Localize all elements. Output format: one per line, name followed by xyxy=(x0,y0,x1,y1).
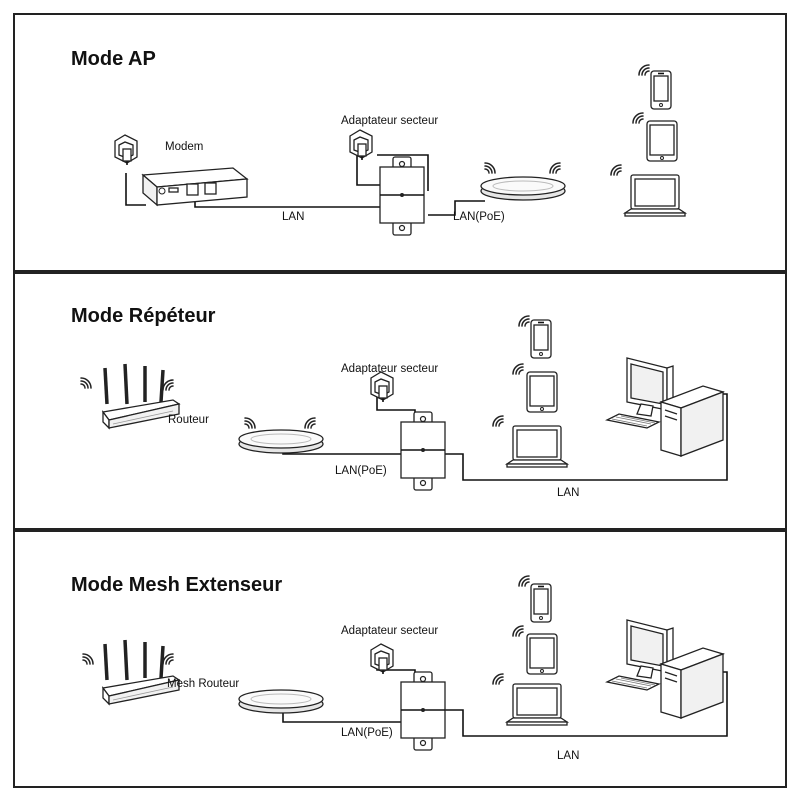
wifi-signal-icon xyxy=(492,415,504,427)
lan-poe-label: LAN(PoE) xyxy=(335,465,387,477)
desktop-computer-icon xyxy=(606,619,724,719)
wifi-signal-icon xyxy=(632,112,644,124)
lan-label: LAN xyxy=(557,750,580,762)
wifi-signal-icon xyxy=(518,315,530,327)
modem-label: Modem xyxy=(165,141,204,153)
smartphone-icon xyxy=(530,583,552,623)
mode-repeater-diagram xyxy=(80,315,728,491)
tablet-icon xyxy=(526,371,558,413)
adapter-label: Adaptateur secteur xyxy=(341,115,439,127)
adapter-label: Adaptateur secteur xyxy=(341,363,439,375)
panel-mode-repeater: Mode Répéteur Routeur Adaptateur secteur… xyxy=(13,272,787,530)
access-point-icon xyxy=(480,176,566,201)
lan-cable xyxy=(445,393,728,481)
wifi-signal-icon xyxy=(638,64,650,76)
router-label: Routeur xyxy=(168,414,209,426)
tablet-icon xyxy=(646,120,678,162)
tablet-icon xyxy=(526,633,558,675)
wifi-signal-icon xyxy=(512,363,524,375)
poe-injector-icon xyxy=(379,156,425,236)
lan-poe-cable xyxy=(428,200,485,216)
panel-mode-mesh-extender: Mode Mesh Extenseur Mesh Routeur Adaptat… xyxy=(13,530,787,788)
wifi-signal-icon xyxy=(549,162,561,174)
desktop-computer-icon xyxy=(606,357,724,457)
mode-ap-diagram xyxy=(114,64,686,236)
lan-label: LAN xyxy=(557,487,580,499)
modem-power-cable xyxy=(125,173,146,206)
access-point-icon xyxy=(238,689,324,714)
mode-mesh-extender-diagram xyxy=(82,575,728,751)
laptop-icon xyxy=(506,425,568,468)
panel-title: Mode Mesh Extenseur xyxy=(71,574,283,596)
panel-mode-ap: Mode AP Mod xyxy=(13,13,787,272)
wifi-signal-icon xyxy=(80,377,92,389)
panel-title: Mode Répéteur xyxy=(71,305,216,327)
wifi-signal-icon xyxy=(518,575,530,587)
adapter-label: Adaptateur secteur xyxy=(341,625,439,637)
laptop-icon xyxy=(506,683,568,726)
wifi-signal-icon xyxy=(484,162,496,174)
power-outlet-icon xyxy=(114,134,138,166)
modem-icon xyxy=(141,167,249,207)
power-outlet-icon xyxy=(349,129,373,161)
wifi-signal-icon xyxy=(244,417,256,429)
wifi-signal-icon xyxy=(512,625,524,637)
wifi-signal-icon xyxy=(610,164,622,176)
wifi-signal-icon xyxy=(304,417,316,429)
power-outlet-icon xyxy=(370,371,394,403)
wifi-signal-icon xyxy=(162,379,174,391)
poe-injector-icon xyxy=(400,671,446,751)
lan-poe-label: LAN(PoE) xyxy=(341,727,393,739)
router-label: Mesh Routeur xyxy=(167,678,240,690)
smartphone-icon xyxy=(530,319,552,359)
lan-label: LAN xyxy=(282,211,305,223)
router-icon xyxy=(101,638,181,706)
wifi-signal-icon xyxy=(492,673,504,685)
smartphone-icon xyxy=(650,70,672,110)
poe-injector-icon xyxy=(400,411,446,491)
lan-poe-cable xyxy=(282,712,401,723)
panel-title: Mode AP xyxy=(71,48,156,70)
access-point-icon xyxy=(238,429,324,454)
wifi-signal-icon xyxy=(82,653,94,665)
laptop-icon xyxy=(624,174,686,217)
wifi-signal-icon xyxy=(162,653,174,665)
lan-poe-label: LAN(PoE) xyxy=(453,211,505,223)
lan-cable xyxy=(445,671,728,737)
